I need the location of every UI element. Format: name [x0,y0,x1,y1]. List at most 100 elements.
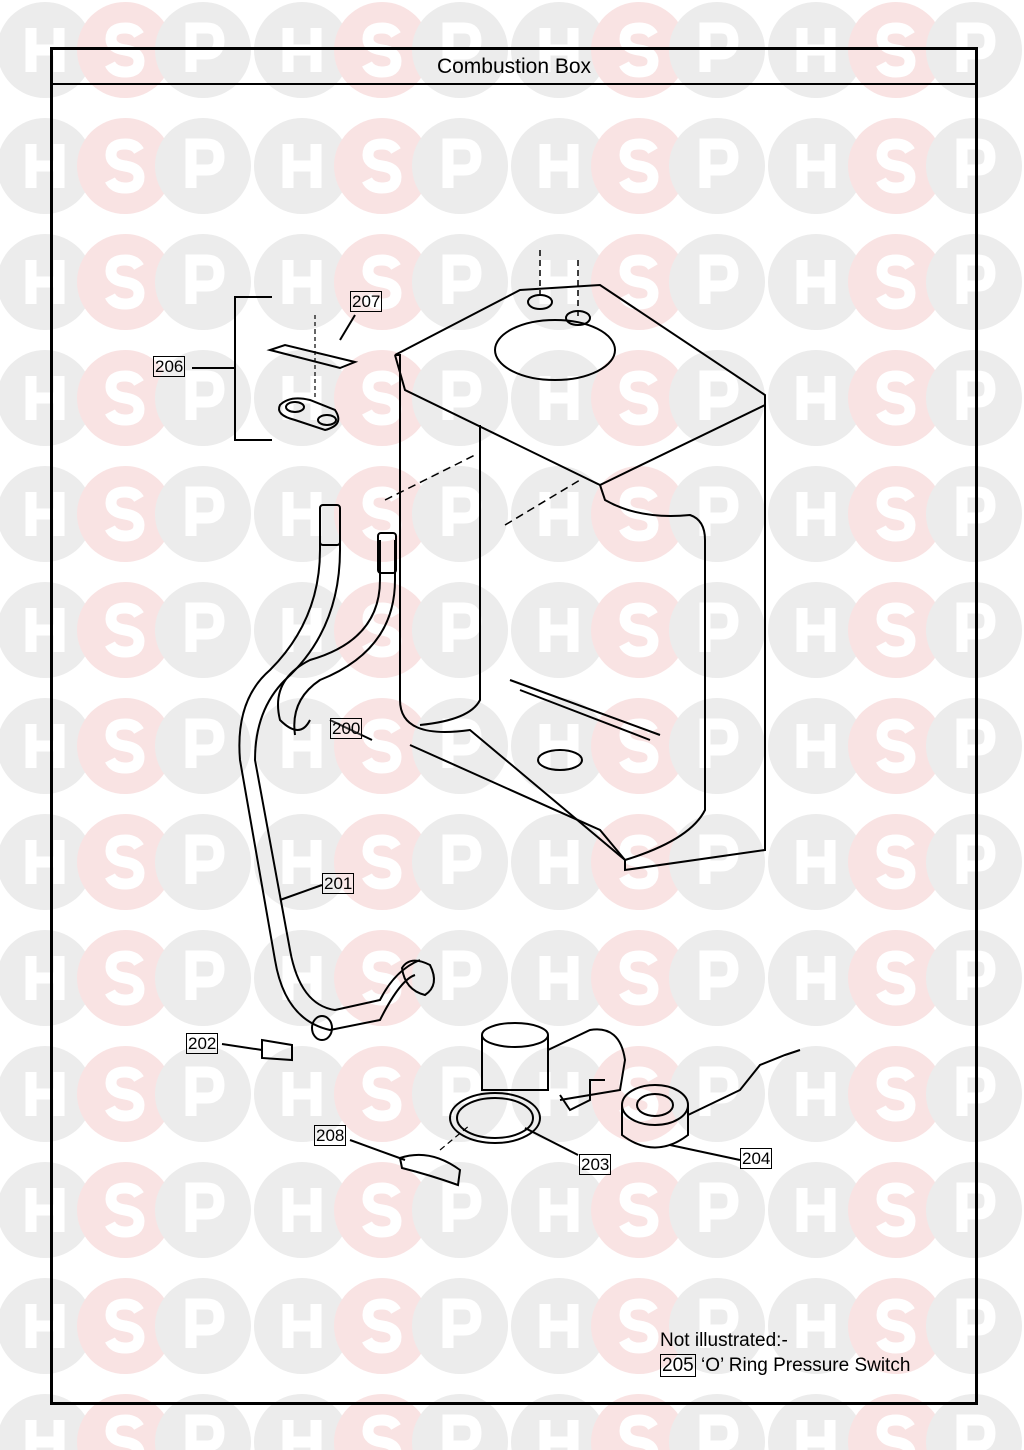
watermark-letter-h-icon [796,1072,836,1116]
watermark-circle [591,1162,687,1258]
watermark-circle [254,1394,350,1450]
watermark-circle [511,582,607,678]
watermark-letter-h-icon [796,260,836,304]
watermark-letter-p-icon [442,1182,482,1232]
part-label-202[interactable]: 202 [186,1033,219,1054]
watermark-circle [77,1162,173,1258]
watermark-letter-p-icon [185,1298,225,1348]
watermark-letter-s-icon [105,1414,144,1450]
watermark-letter-s-icon [619,718,659,774]
watermark-circle [591,1046,687,1142]
watermark-letter-s-icon [105,1298,145,1354]
watermark-circle [254,930,350,1026]
watermark-circle [591,582,687,678]
watermark-letter-p-icon [699,1414,739,1450]
watermark-letter-p-icon [185,22,225,72]
watermark-letter-h-icon [796,1188,836,1232]
watermark-circle [511,1278,607,1374]
watermark-letter-h-icon [25,260,65,304]
watermark-circle [334,1394,430,1450]
watermark-circle [669,698,765,794]
seal-plate-drawing [192,296,359,441]
watermark-circle [511,2,607,98]
part-label-208[interactable]: 208 [314,1125,347,1146]
watermark-circle [768,1278,864,1374]
part-label-206[interactable]: 206 [153,356,186,377]
part-label-200[interactable]: 200 [330,718,363,739]
watermark-letter-h-icon [796,376,836,420]
watermark-circle [848,466,944,562]
watermark-letter-h-icon [282,1188,322,1232]
watermark-letter-p-icon [699,22,739,72]
watermark-circle [768,930,864,1026]
part-label-203[interactable]: 203 [579,1154,612,1175]
watermark-letter-h-icon [25,144,65,188]
watermark-letter-s-icon [876,486,916,542]
watermark-circle [412,1162,508,1258]
watermark-circle [77,466,173,562]
part-label-201[interactable]: 201 [322,873,355,894]
watermark-circle [768,2,864,98]
watermark-circle [511,930,607,1026]
watermark-letter-p-icon [956,1298,996,1348]
watermark-letter-p-icon [956,950,996,1000]
watermark-circle [848,1278,944,1374]
watermark-letter-h-icon [539,1304,579,1348]
watermark-letter-h-icon [539,376,579,420]
watermark-circle [669,466,765,562]
watermark-letter-h-icon [25,1304,65,1348]
watermark-letter-s-icon [619,1182,659,1238]
watermark-circle [77,698,173,794]
watermark-circle [669,582,765,678]
watermark-letter-h-icon [539,956,579,1000]
watermark-circle [0,466,93,562]
note-heading: Not illustrated:- [660,1330,788,1351]
part-label-207[interactable]: 207 [350,291,383,312]
watermark-letter-p-icon [699,602,739,652]
watermark-circle [768,350,864,446]
watermark-circle [254,1278,350,1374]
watermark-letter-s-icon [876,1414,915,1450]
watermark-letter-s-icon [362,950,402,1006]
watermark-circle [254,234,350,330]
watermark-letter-h-icon [282,1072,322,1116]
watermark-circle [511,350,607,446]
watermark-letter-h-icon [282,840,322,884]
watermark-circle [669,814,765,910]
note-item-text: ‘O’ Ring Pressure Switch [700,1355,911,1376]
watermark-circle [412,1278,508,1374]
watermark-letter-h-icon [25,376,65,420]
watermark-letter-s-icon [362,370,402,426]
watermark-letter-h-icon [282,608,322,652]
watermark-letter-p-icon [956,138,996,188]
watermark-letter-h-icon [539,724,579,768]
watermark-letter-h-icon [282,144,322,188]
watermark-letter-s-icon [619,834,659,890]
part-label-205[interactable]: 205 [660,1354,696,1377]
watermark-circle [848,1162,944,1258]
watermark-letter-h-icon [539,1188,579,1232]
part-label-204[interactable]: 204 [740,1148,773,1169]
watermark-letter-h-icon [25,1420,65,1450]
watermark-circle [926,582,1022,678]
watermark-circle [0,350,93,446]
watermark-circle [155,930,251,1026]
watermark-circle [848,234,944,330]
watermark-letter-p-icon [956,834,996,884]
watermark-circle [591,350,687,446]
watermark-letter-s-icon [105,486,145,542]
watermark-circle [591,930,687,1026]
watermark-letter-p-icon [699,950,739,1000]
watermark-circle [768,118,864,214]
watermark-circle [0,930,93,1026]
watermark-circle [768,814,864,910]
watermark-letter-s-icon [105,370,145,426]
watermark-circle [77,118,173,214]
watermark-letter-p-icon [442,834,482,884]
watermark-letter-h-icon [539,144,579,188]
watermark-circle [768,466,864,562]
watermark-circle [768,234,864,330]
watermark-letter-p-icon [956,370,996,420]
watermark-letter-s-icon [619,1298,659,1354]
watermark-letter-s-icon [619,1414,658,1450]
